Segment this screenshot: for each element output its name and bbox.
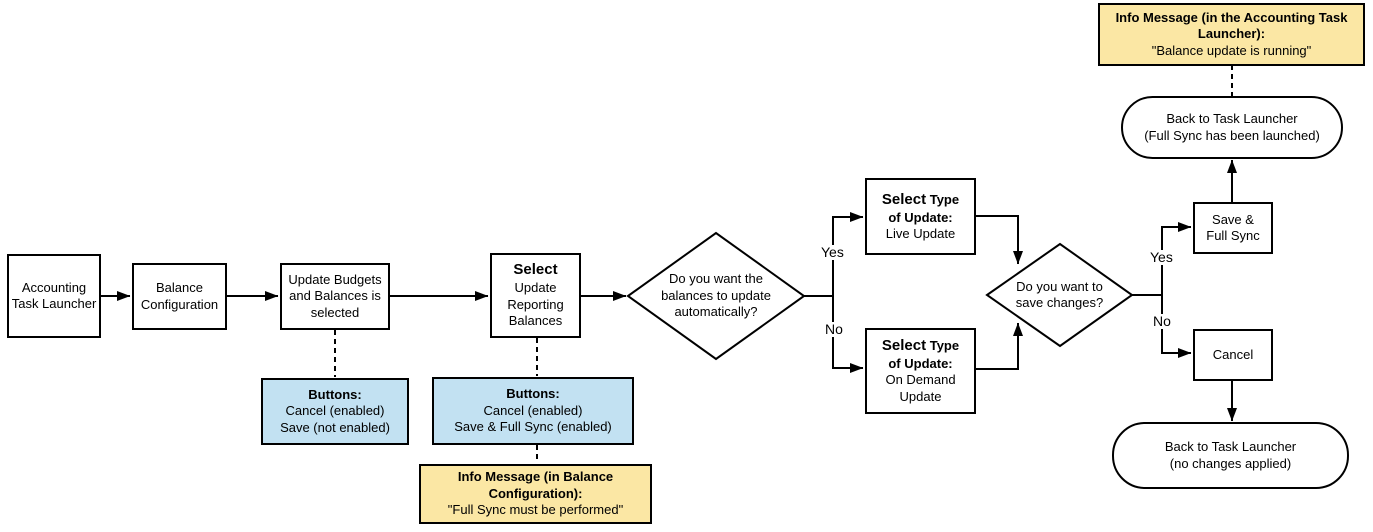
node-heading-type: Type <box>929 337 960 353</box>
edge-label-auto-no: No <box>823 321 845 338</box>
node-select-update-reporting: Select Update Reporting Balances <box>490 253 581 338</box>
node-cancel: Cancel <box>1193 329 1273 381</box>
node-accounting-task-launcher: Accounting Task Launcher <box>7 254 101 338</box>
node-back-full-sync: Back to Task Launcher (Full Sync has bee… <box>1122 97 1342 158</box>
node-heading-line2: of Update: <box>888 355 953 371</box>
node-label-line1: Back to Task Launcher <box>1166 111 1298 127</box>
terminator-back-full-sync-shape <box>1121 96 1343 159</box>
node-label: Update Reporting Balances <box>507 280 564 329</box>
edge-auto-yes-to-live <box>832 212 864 296</box>
node-label: Do you want the balances to update autom… <box>661 271 771 320</box>
node-label: Balance Configuration <box>140 280 219 312</box>
edge-label-save-yes: Yes <box>1148 249 1175 266</box>
note-heading: Info Message (in Balance Configuration): <box>457 469 614 501</box>
terminator-back-no-changes-shape <box>1112 422 1349 489</box>
decision-save-shape <box>985 242 1134 348</box>
shapes <box>626 96 1349 489</box>
node-balance-configuration: Balance Configuration <box>132 263 227 330</box>
node-heading: Select <box>513 261 558 279</box>
node-label: Live Update <box>885 225 956 241</box>
node-select-type-live: Select Type of Update: Live Update <box>865 178 976 255</box>
note-line: "Balance update is running" <box>1151 42 1312 58</box>
node-decision-auto-update: Do you want the balances to update autom… <box>646 251 786 341</box>
edge-on-demand-to-decision-save <box>976 322 1023 370</box>
node-label: Cancel <box>1212 346 1254 362</box>
edge-label-save-no: No <box>1151 313 1173 330</box>
node-decision-save: Do you want to save changes? <box>1004 271 1115 319</box>
note-line: Save (not enabled) <box>280 419 390 435</box>
note-buttons-update-budgets: Buttons: Cancel (enabled) Save (not enab… <box>261 378 409 445</box>
note-heading: Info Message (in the Accounting Task Lau… <box>1115 9 1348 42</box>
note-heading: Buttons: <box>506 386 560 402</box>
node-heading-select: Select <box>881 190 927 208</box>
edge-label-auto-yes: Yes <box>819 244 846 261</box>
node-label: Save & Full Sync <box>1206 211 1260 243</box>
node-save-full-sync: Save & Full Sync <box>1193 202 1273 254</box>
node-label-line2: (no changes applied) <box>1169 455 1292 471</box>
decision-auto-update-shape <box>626 231 806 361</box>
node-heading-type: Type <box>929 191 960 207</box>
node-update-budgets: Update Budgets and Balances is selected <box>280 263 390 330</box>
edge-save-yes-to-save-full-sync <box>1161 222 1192 295</box>
note-line: Save & Full Sync (enabled) <box>454 419 612 435</box>
node-label: Do you want to save changes? <box>1015 278 1104 310</box>
node-select-type-on-demand: Select Type of Update: On Demand Update <box>865 328 976 414</box>
node-label: Update Budgets and Balances is selected <box>288 271 382 320</box>
note-line: Cancel (enabled) <box>285 403 385 419</box>
note-line: Cancel (enabled) <box>483 402 583 418</box>
node-heading: Select Type <box>882 337 959 356</box>
edge-live-to-decision-save <box>976 215 1023 265</box>
node-label-line1: Back to Task Launcher <box>1164 439 1297 455</box>
note-info-accounting-task-launcher: Info Message (in the Accounting Task Lau… <box>1098 3 1365 66</box>
node-heading-select: Select <box>881 336 927 354</box>
node-label: On Demand Update <box>885 372 956 404</box>
note-line: "Full Sync must be performed" <box>447 502 624 518</box>
node-back-no-changes: Back to Task Launcher (no changes applie… <box>1113 423 1348 488</box>
edge-auto-no-to-on-demand <box>832 296 864 373</box>
node-label-line2: (Full Sync has been launched) <box>1144 127 1320 143</box>
note-heading: Buttons: <box>308 386 362 402</box>
node-heading-line2: of Update: <box>888 209 953 225</box>
note-buttons-select-reporting: Buttons: Cancel (enabled) Save & Full Sy… <box>432 377 634 445</box>
node-heading: Select Type <box>882 191 959 210</box>
note-info-balance-configuration: Info Message (in Balance Configuration):… <box>419 464 652 524</box>
node-label: Accounting Task Launcher <box>11 279 97 311</box>
